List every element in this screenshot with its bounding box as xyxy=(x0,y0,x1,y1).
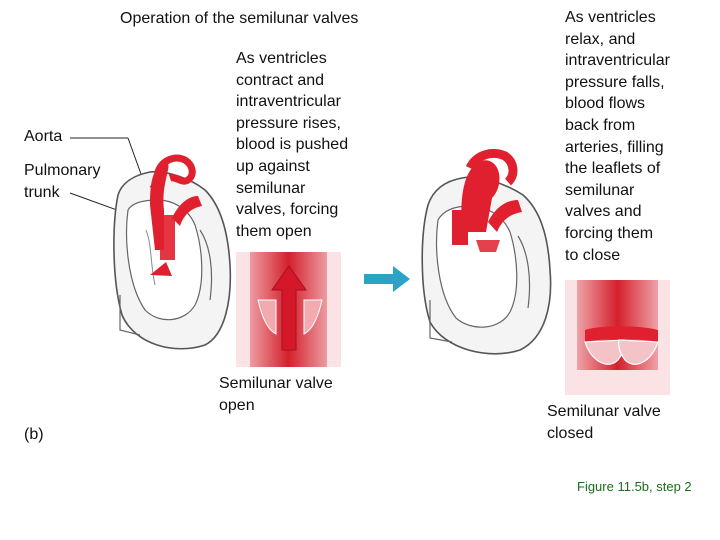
heart-illustration-open xyxy=(113,154,232,350)
label-semilunar-valve-closed: Semilunar valve closed xyxy=(547,403,661,442)
diagram-title: Operation of the semilunar valves xyxy=(120,10,359,27)
valve-closed-inset xyxy=(565,280,670,395)
label-pulmonary-trunk: Pulmonary trunk xyxy=(24,162,101,201)
valve-open-inset xyxy=(236,252,341,367)
figure-reference: Figure 11.5b, step 2 xyxy=(577,479,692,494)
caption-valve-closed: As ventricles relax, and intraventricula… xyxy=(565,9,670,264)
heart-illustration-closed xyxy=(421,149,552,355)
label-aorta: Aorta xyxy=(24,128,63,145)
label-semilunar-valve-open: Semilunar valve open xyxy=(219,375,333,414)
panel-label: (b) xyxy=(24,426,44,443)
caption-valve-open: As ventricles contract and intraventricu… xyxy=(236,50,349,240)
transition-arrow xyxy=(364,266,410,292)
